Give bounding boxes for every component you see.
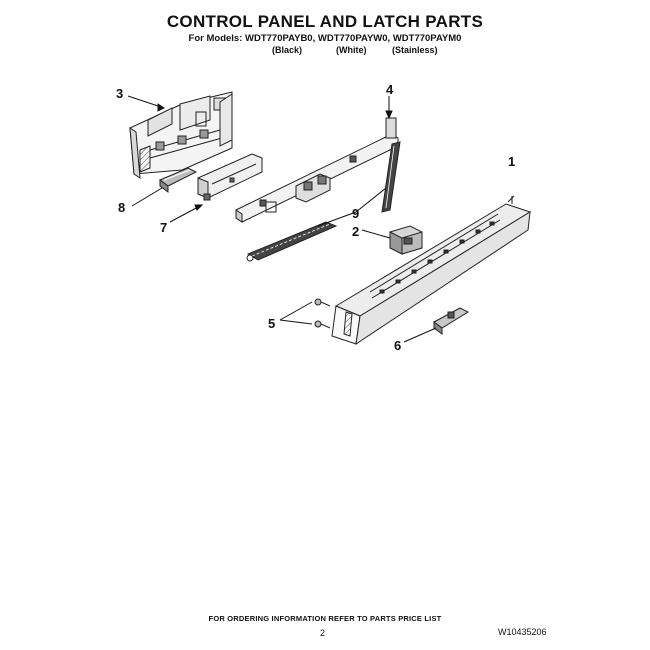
callout-4: 4 (386, 82, 394, 97)
page-title: CONTROL PANEL AND LATCH PARTS (166, 12, 484, 31)
part-2-latch-block (389, 225, 423, 255)
part-9-lower-strip (246, 221, 338, 262)
variant-stainless: (Stainless) (392, 45, 438, 55)
part-3-control-housing (129, 91, 233, 179)
part-4-latch-rod (381, 117, 401, 213)
callout-7: 7 (160, 220, 167, 235)
leader-lines (127, 95, 513, 343)
part-5-screws (314, 298, 331, 329)
ordering-note: FOR ORDERING INFORMATION REFER TO PARTS … (208, 614, 442, 623)
variant-white: (White) (336, 45, 367, 55)
part-6-latch-switch (433, 307, 470, 335)
callout-2: 2 (352, 224, 359, 239)
part-8-connector (159, 167, 198, 193)
part-9-upper-strip (235, 133, 399, 223)
callout-5: 5 (268, 316, 275, 331)
page-number: 2 (320, 628, 326, 638)
callout-8: 8 (118, 200, 125, 215)
part-1-control-panel (331, 195, 532, 346)
callout-6: 6 (394, 338, 401, 353)
callout-3: 3 (116, 86, 123, 101)
document-code: W10435206 (498, 627, 547, 637)
models-line: For Models: WDT770PAYB0, WDT770PAYW0, WD… (188, 33, 462, 44)
callout-1: 1 (508, 154, 515, 169)
part-7-board-bracket (197, 153, 263, 201)
callout-9: 9 (352, 206, 359, 221)
variant-black: (Black) (272, 45, 303, 55)
